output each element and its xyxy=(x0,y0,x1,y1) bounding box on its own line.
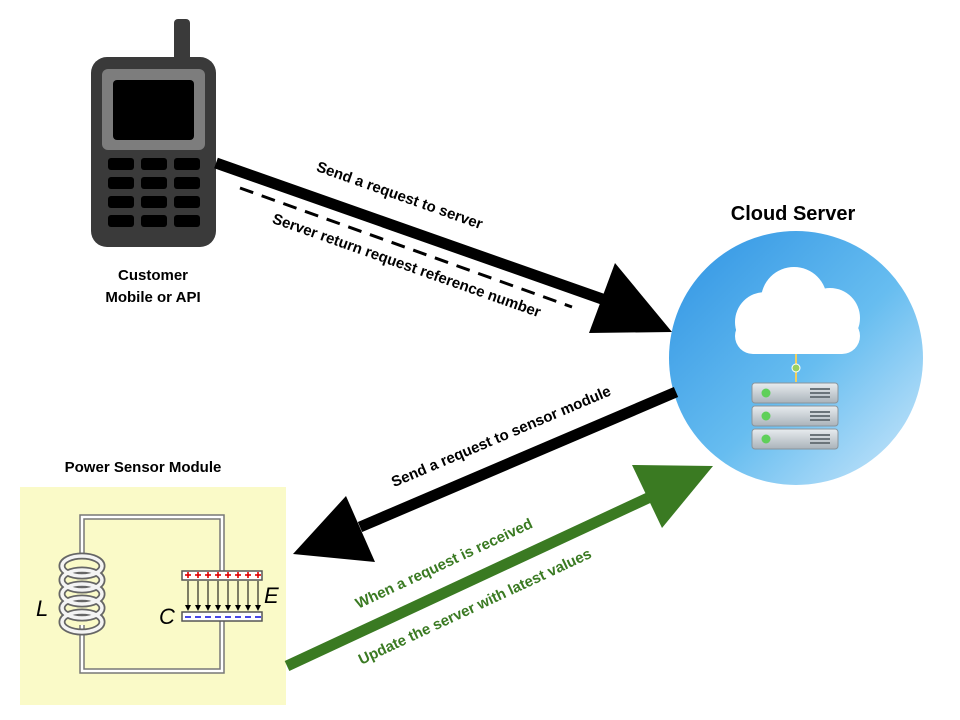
inductor-label: L xyxy=(36,596,48,621)
update-server-arrow xyxy=(284,465,713,671)
sensor-module-label: Power Sensor Module xyxy=(65,459,222,476)
customer-label-line1: Customer xyxy=(118,267,188,284)
update-server-label: Update the server with latest values xyxy=(356,545,594,668)
request-to-sensor-arrow xyxy=(293,386,679,562)
customer-label-line2: Mobile or API xyxy=(105,289,200,306)
field-label: E xyxy=(264,583,279,608)
cloud-server-label: Cloud Server xyxy=(731,203,856,225)
mobile-phone-icon xyxy=(91,19,216,247)
capacitor-label: C xyxy=(159,604,175,629)
cloud-server-icon xyxy=(669,231,923,485)
reference-number-dashed-line xyxy=(239,186,573,309)
request-to-server-arrow xyxy=(214,157,672,333)
lc-circuit-icon: L C E xyxy=(20,487,286,705)
